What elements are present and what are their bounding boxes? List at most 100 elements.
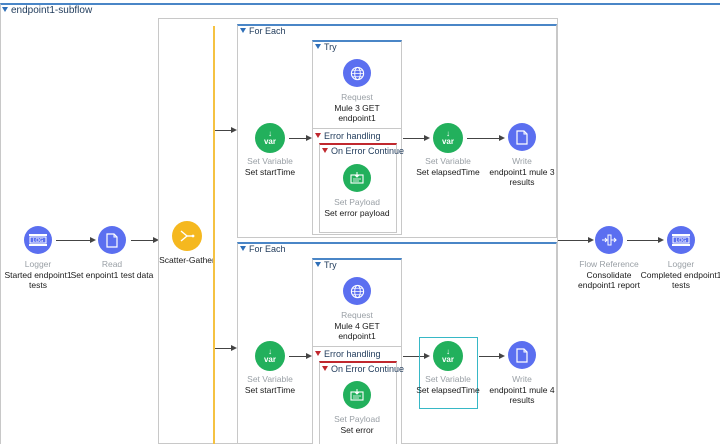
flow-title-bar[interactable]: endpoint1-subflow [2, 5, 92, 16]
request-name-2: Mule 4 GET endpoint1 [334, 320, 380, 342]
globe-icon[interactable] [343, 59, 371, 87]
on-error-title-1[interactable]: On Error Continue [322, 146, 404, 156]
scatter-gather-name: Scatter-Gather [159, 255, 215, 265]
read-label: Read Set enpoint1 test data [70, 259, 154, 280]
logger-start-label: Logger Started endpoint1 tests [0, 259, 80, 291]
on-error-continue-scope-1[interactable] [319, 143, 397, 233]
read-type: Read [101, 259, 123, 269]
write-file-icon[interactable] [508, 341, 536, 369]
connector-arrow [499, 353, 505, 359]
set-elapsed-type-2: Set Variable [425, 374, 471, 384]
connector-arrow [231, 127, 237, 133]
connector [215, 130, 232, 131]
try-label-2: Try [324, 260, 337, 270]
write-label-2: Write endpoint1 mule 4 results [480, 374, 564, 406]
request-name-1: Mule 3 GET endpoint1 [334, 102, 380, 124]
for-each-scope-2[interactable] [237, 242, 557, 444]
request-label-2: Request Mule 4 GET endpoint1 [315, 310, 399, 342]
set-payload-icon[interactable] [343, 164, 371, 192]
scatter-gather-icon[interactable] [172, 221, 202, 251]
set-payload-name-2: Set error [340, 424, 374, 435]
try-label-1: Try [324, 42, 337, 52]
set-payload-icon[interactable] [343, 381, 371, 409]
write-name-2: endpoint1 mule 4 results [489, 384, 555, 406]
set-elapsed-name-1: Set elapsedTime [416, 166, 480, 177]
on-error-title-2[interactable]: On Error Continue [322, 364, 404, 374]
request-type-1: Request [341, 92, 373, 102]
flow-reference-icon[interactable] [595, 226, 623, 254]
flow-ref-name: Consolidate endpoint1 report [578, 269, 640, 291]
on-error-continue-scope-2[interactable] [319, 361, 397, 444]
connector-arrow [424, 353, 430, 359]
logger-icon-text: LOG [33, 238, 44, 244]
read-file-icon[interactable] [98, 226, 126, 254]
collapse-triangle-icon[interactable] [315, 351, 321, 356]
set-variable-icon[interactable]: ↓var [255, 341, 285, 371]
for-each-scope-1[interactable] [237, 24, 557, 238]
error-handling-divider-1 [312, 128, 402, 129]
connector-arrow [306, 353, 312, 359]
globe-icon[interactable] [343, 277, 371, 305]
logger-end-label: Logger Completed endpoint1 tests [639, 259, 720, 291]
set-elapsed-label-1: Set Variable Set elapsedTime [406, 156, 490, 177]
var-icon-content: ↓var [263, 347, 276, 364]
subflow-container [0, 3, 720, 444]
collapse-triangle-icon[interactable] [240, 28, 246, 33]
set-elapsed-name-2: Set elapsedTime [416, 384, 480, 395]
connector [403, 138, 425, 139]
error-handling-title-2[interactable]: Error handling [315, 349, 381, 359]
collapse-triangle-icon[interactable] [315, 133, 321, 138]
write-file-icon[interactable] [508, 123, 536, 151]
for-each-title-1[interactable]: For Each [240, 26, 286, 36]
logger-icon[interactable]: LOG [667, 226, 695, 254]
set-variable-icon[interactable]: ↓var [255, 123, 285, 153]
try-title-2[interactable]: Try [315, 260, 337, 270]
collapse-triangle-icon[interactable] [315, 44, 321, 49]
connector [627, 240, 659, 241]
connector-arrow [153, 237, 159, 243]
collapse-triangle-icon[interactable] [315, 262, 321, 267]
for-each-label-2: For Each [249, 244, 286, 254]
try-title-1[interactable]: Try [315, 42, 337, 52]
write-type-1: Write [512, 156, 532, 166]
write-type-2: Write [512, 374, 532, 384]
for-each-label-1: For Each [249, 26, 286, 36]
connector [479, 356, 500, 357]
set-payload-label-1: Set Payload Set error payload [315, 197, 399, 218]
var-icon-content: ↓var [263, 129, 276, 146]
connector-arrow [90, 237, 96, 243]
for-each-title-2[interactable]: For Each [240, 244, 286, 254]
set-start-type-1: Set Variable [247, 156, 293, 166]
set-start-label-2: Set Variable Set startTime [228, 374, 312, 395]
flow-ref-label: Flow Reference Consolidate endpoint1 rep… [567, 259, 651, 291]
write-label-1: Write endpoint1 mule 3 results [480, 156, 564, 188]
collapse-triangle-icon[interactable] [240, 246, 246, 251]
connector-arrow [306, 135, 312, 141]
connector [558, 240, 589, 241]
set-start-name-2: Set startTime [244, 384, 296, 395]
read-name: Set enpoint1 test data [70, 269, 154, 280]
collapse-triangle-icon[interactable] [322, 366, 328, 371]
flow-ref-type: Flow Reference [579, 259, 639, 269]
on-error-label-1: On Error Continue [331, 146, 405, 156]
connector-arrow [499, 135, 505, 141]
set-variable-icon[interactable]: ↓var [433, 123, 463, 153]
request-type-2: Request [341, 310, 373, 320]
logger-end-name: Completed endpoint1 tests [640, 269, 720, 291]
logger-icon-text: LOG [676, 238, 687, 244]
error-handling-title-1[interactable]: Error handling [315, 131, 381, 141]
collapse-triangle-icon[interactable] [2, 7, 8, 12]
set-payload-type-1: Set Payload [334, 197, 380, 207]
set-payload-type-2: Set Payload [334, 414, 380, 424]
write-name-1: endpoint1 mule 3 results [489, 166, 555, 188]
connector-arrow [231, 345, 237, 351]
connector [215, 348, 232, 349]
connector [289, 356, 307, 357]
connector-arrow [424, 135, 430, 141]
var-icon-content: ↓var [441, 347, 454, 364]
logger-icon[interactable]: LOG [24, 226, 52, 254]
connector [403, 356, 425, 357]
selected-processor-highlight[interactable] [419, 337, 478, 409]
set-variable-icon[interactable]: ↓var [433, 341, 463, 371]
collapse-triangle-icon[interactable] [322, 148, 328, 153]
